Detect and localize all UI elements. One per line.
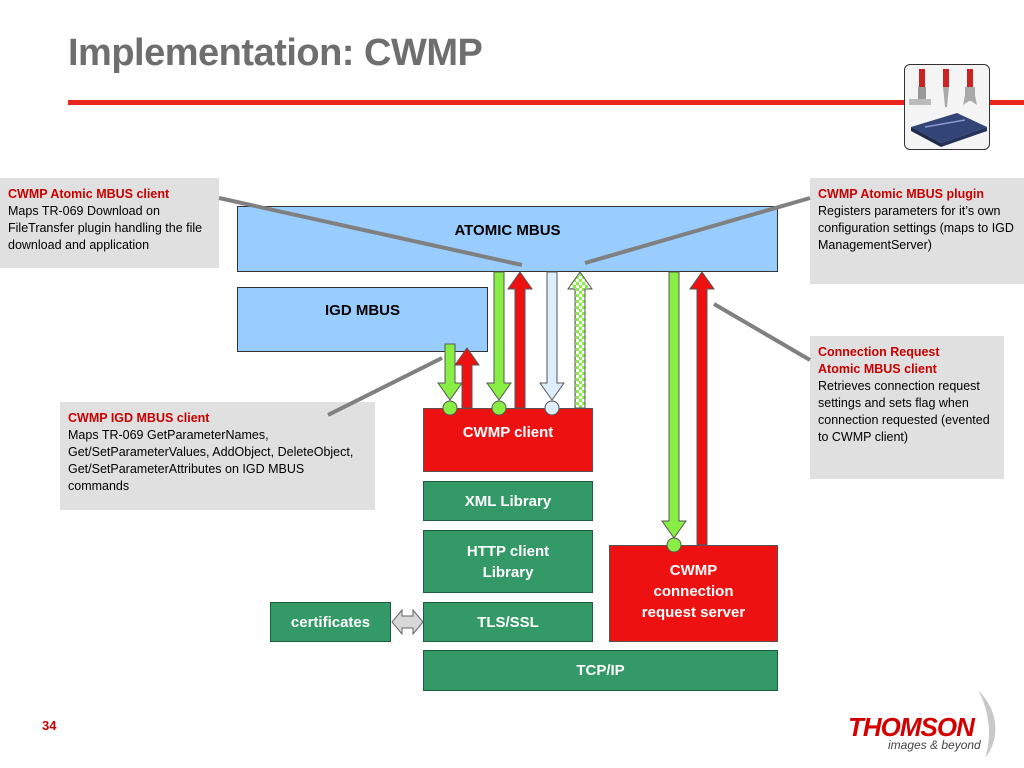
atomic-mbus-label: ATOMIC MBUS	[454, 222, 561, 239]
note-connection-request: Connection Request Atomic MBUS client Re…	[810, 336, 1004, 479]
arrow-igd-to-client	[437, 343, 463, 401]
callout-line-atomic-plugin	[584, 196, 811, 265]
page-number: 34	[42, 718, 57, 733]
page-title: Implementation: CWMP	[68, 32, 483, 74]
http-client-library-block: HTTP client Library	[423, 530, 593, 593]
tcp-ip-block: TCP/IP	[423, 650, 778, 691]
arrow-atomic-to-cr-server	[661, 271, 687, 539]
note-connection-request-body: Retrieves connection request settings an…	[818, 379, 990, 444]
port-circle-atomic-blue	[544, 400, 560, 416]
port-circle-igd	[442, 400, 458, 416]
arrow-certificates-tls	[391, 608, 424, 636]
http-client-label-2: Library	[482, 563, 534, 581]
note-atomic-mbus-plugin-body: Registers parameters for it’s own config…	[818, 204, 1014, 252]
arrow-client-to-atomic-red	[507, 271, 533, 409]
igd-mbus-label: IGD MBUS	[325, 302, 400, 319]
arrow-client-to-atomic-checkered	[567, 271, 593, 409]
arrow-atomic-to-client-blue	[539, 271, 565, 401]
cwmp-client-label: CWMP client	[462, 424, 554, 441]
note-connection-request-title-2: Atomic MBUS client	[818, 362, 937, 376]
logo-swoosh	[978, 690, 996, 758]
thomson-logo: THOMSON	[848, 712, 975, 742]
callout-line-atomic-client	[218, 196, 523, 267]
note-atomic-mbus-client-title: CWMP Atomic MBUS client	[8, 187, 170, 201]
port-circle-cr-server	[666, 537, 682, 553]
callout-line-igd-client	[327, 356, 443, 417]
tools-router-icon	[904, 64, 990, 150]
title-rule	[68, 100, 1024, 105]
callout-line-conn-request	[712, 302, 812, 362]
xml-library-block: XML Library	[423, 481, 593, 521]
note-connection-request-title-1: Connection Request	[818, 345, 940, 359]
cwmp-connection-request-server-block: CWMP connection request server	[609, 545, 778, 642]
note-atomic-mbus-plugin: CWMP Atomic MBUS plugin Registers parame…	[810, 178, 1024, 284]
note-igd-mbus-client: CWMP IGD MBUS client Maps TR-069 GetPara…	[60, 402, 375, 510]
arrow-client-to-igd	[454, 347, 480, 409]
logo-tagline: images & beyond	[888, 738, 981, 752]
tcp-ip-label: TCP/IP	[576, 662, 625, 679]
arrow-cr-server-to-atomic	[689, 271, 715, 546]
tls-ssl-label: TLS/SSL	[477, 613, 539, 631]
certificates-label: certificates	[290, 613, 371, 631]
arrow-atomic-to-client-green	[486, 271, 512, 401]
cwmp-cr-label-3: request server	[641, 604, 746, 621]
certificates-block: certificates	[270, 602, 391, 642]
cwmp-client-block: CWMP client	[423, 408, 593, 472]
note-atomic-mbus-client: CWMP Atomic MBUS client Maps TR-069 Down…	[0, 178, 219, 268]
note-atomic-mbus-client-body: Maps TR-069 Download on FileTransfer plu…	[8, 204, 203, 252]
cwmp-cr-label-2: connection	[653, 583, 734, 600]
port-circle-atomic-green	[491, 400, 507, 416]
note-igd-mbus-client-body: Maps TR-069 GetParameterNames, Get/SetPa…	[68, 428, 354, 493]
note-atomic-mbus-plugin-title: CWMP Atomic MBUS plugin	[818, 187, 984, 201]
xml-library-label: XML Library	[464, 492, 552, 510]
tls-ssl-block: TLS/SSL	[423, 602, 593, 642]
http-client-label-1: HTTP client	[466, 542, 550, 560]
igd-mbus-block: IGD MBUS	[237, 287, 488, 352]
cwmp-cr-label-1: CWMP	[669, 562, 718, 579]
atomic-mbus-block: ATOMIC MBUS	[237, 206, 778, 272]
note-igd-mbus-client-title: CWMP IGD MBUS client	[68, 411, 210, 425]
